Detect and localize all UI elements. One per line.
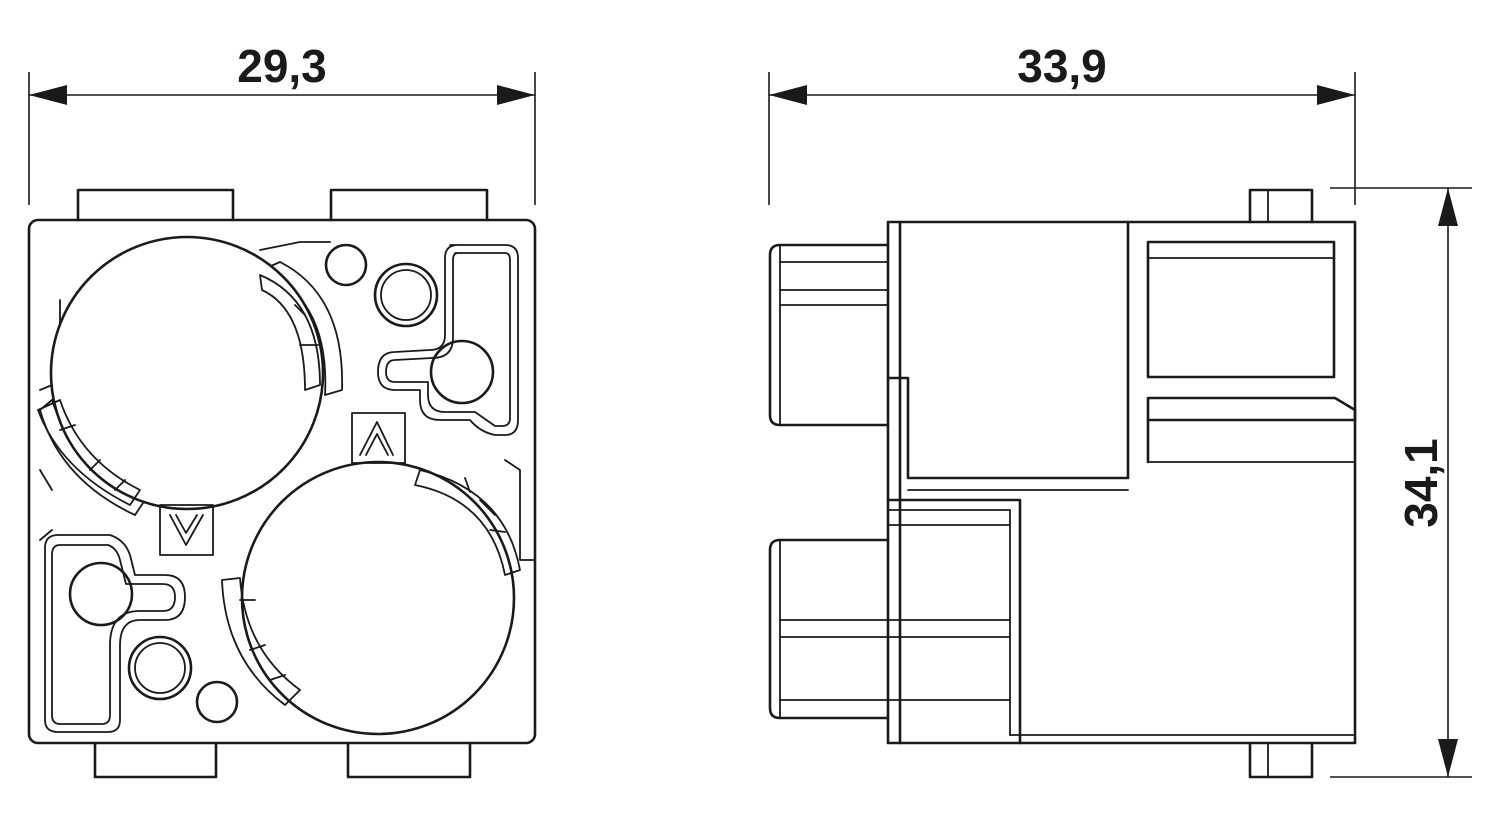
signal-contact-1	[373, 262, 439, 328]
power-contact-2	[240, 460, 516, 736]
height-dimension-label: 34,1	[1395, 438, 1447, 528]
depth-dimension: 33,9	[768, 40, 1356, 205]
height-dimension: 34,1	[1330, 187, 1472, 778]
signal-contact-4	[127, 635, 193, 701]
guide-pin-hole-1	[324, 243, 368, 287]
width-dimension: 29,3	[28, 40, 536, 205]
side-view: 33,9 34,1	[768, 40, 1472, 779]
guide-pin-hole-2	[195, 680, 239, 724]
connector-housing-side	[886, 220, 1357, 745]
width-dimension-label: 29,3	[237, 40, 327, 92]
connector-housing-front	[27, 218, 537, 745]
signal-contact-3	[68, 561, 134, 627]
depth-dimension-label: 33,9	[1017, 40, 1107, 92]
front-view: 29,3	[27, 40, 537, 779]
power-contact-1	[49, 235, 325, 511]
signal-contact-2	[429, 339, 495, 405]
